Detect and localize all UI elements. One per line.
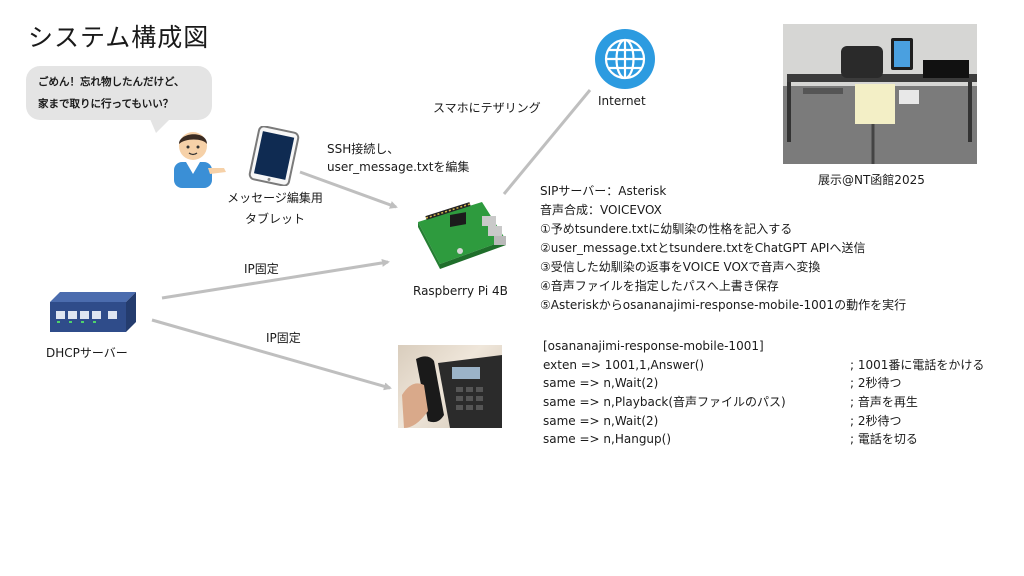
ip-fixed-label-lower: IP固定 — [266, 331, 301, 345]
arrow-dhcp-to-phone — [151, 318, 392, 391]
dialplan-code: same => n,Wait(2) — [543, 376, 659, 391]
dialplan-row: exten => 1001,1,Answer() ; 1001番に電話をかける — [543, 356, 984, 375]
tethering-label: スマホにテザリング — [433, 101, 541, 115]
ip-phone-art — [402, 355, 502, 428]
exhibit-photo — [783, 24, 977, 164]
globe-icon — [595, 29, 655, 89]
dialplan-code: same => n,Hangup() — [543, 432, 672, 447]
tablet-label-line-1: メッセージ編集用 — [227, 191, 323, 205]
person-icon — [174, 132, 226, 188]
tablet-icon — [248, 126, 300, 186]
ip-fixed-label-upper: IP固定 — [244, 262, 279, 276]
dialplan-row: same => n,Playback(音声ファイルのパス) ; 音声を再生 — [543, 393, 918, 412]
bubble-line-2: 家まで取りに行ってもいい？ — [38, 98, 174, 110]
dialplan-comment: ; 2秒待つ — [850, 413, 902, 428]
dialplan-row: same => n,Wait(2) ; 2秒待つ — [543, 374, 902, 393]
arrow-tablet-to-pi — [299, 170, 398, 209]
dialplan-code: same => n,Wait(2) — [543, 413, 659, 428]
info-line: ①予めtsundere.txtに幼馴染の性格を記入する — [540, 222, 793, 236]
tablet-label: メッセージ編集用 タブレット — [215, 188, 335, 230]
arrow-dhcp-to-pi — [161, 258, 390, 300]
photo-caption: 展示@NT函館2025 — [818, 173, 925, 187]
network-switch-icon — [50, 292, 136, 332]
bubble-line-1: ごめん！忘れ物したんだけど、 — [38, 76, 185, 88]
dialplan-block: [osananajimi-response-mobile-1001] exten… — [543, 337, 984, 449]
dialplan-header: [osananajimi-response-mobile-1001] — [543, 339, 764, 353]
speech-bubble-tail — [150, 119, 170, 133]
dialplan-comment: ; 電話を切る — [850, 432, 918, 447]
dialplan-comment: ; 1001番に電話をかける — [850, 357, 985, 372]
process-steps: SIPサーバー：Asterisk 音声合成：VOICEVOX ①予めtsunde… — [540, 182, 906, 315]
dialplan-code: exten => 1001,1,Answer() — [543, 357, 705, 372]
info-line: ②user_message.txtとtsundere.txtをChatGPT A… — [540, 241, 866, 255]
ip-phone-photo — [398, 345, 502, 428]
page-title: システム構成図 — [28, 23, 210, 52]
ssh-note-line-2: user_message.txtを編集 — [327, 160, 470, 174]
speech-bubble: ごめん！忘れ物したんだけど、 家まで取りに行ってもいい？ — [26, 66, 212, 120]
info-line: ⑤Asteriskからosananajimi-response-mobile-1… — [540, 298, 907, 312]
dialplan-code: same => n,Playback(音声ファイルのパス) — [543, 395, 786, 410]
internet-label: Internet — [598, 94, 646, 108]
dialplan-row: same => n,Hangup() ; 電話を切る — [543, 430, 918, 449]
info-line: SIPサーバー：Asterisk — [540, 184, 667, 198]
info-line: ③受信した幼馴染の返事をVOICE VOXで音声へ変換 — [540, 260, 821, 274]
info-line: ④音声ファイルを指定したパスへ上書き保存 — [540, 279, 779, 293]
info-line: 音声合成：VOICEVOX — [540, 203, 662, 217]
ssh-note-line-1: SSH接続し、 — [327, 142, 400, 156]
line-pi-to-internet — [502, 89, 592, 195]
dialplan-row: same => n,Wait(2) ; 2秒待つ — [543, 412, 902, 431]
dhcp-label: DHCPサーバー — [46, 346, 128, 360]
raspberry-pi-icon — [418, 202, 506, 269]
ssh-note: SSH接続し、 user_message.txtを編集 — [327, 140, 469, 176]
tablet-label-line-2: タブレット — [244, 212, 305, 226]
raspberry-pi-label: Raspberry Pi 4B — [413, 284, 508, 298]
dialplan-comment: ; 音声を再生 — [850, 395, 918, 410]
exhibit-photo-art — [783, 24, 977, 164]
dialplan-comment: ; 2秒待つ — [850, 376, 902, 391]
